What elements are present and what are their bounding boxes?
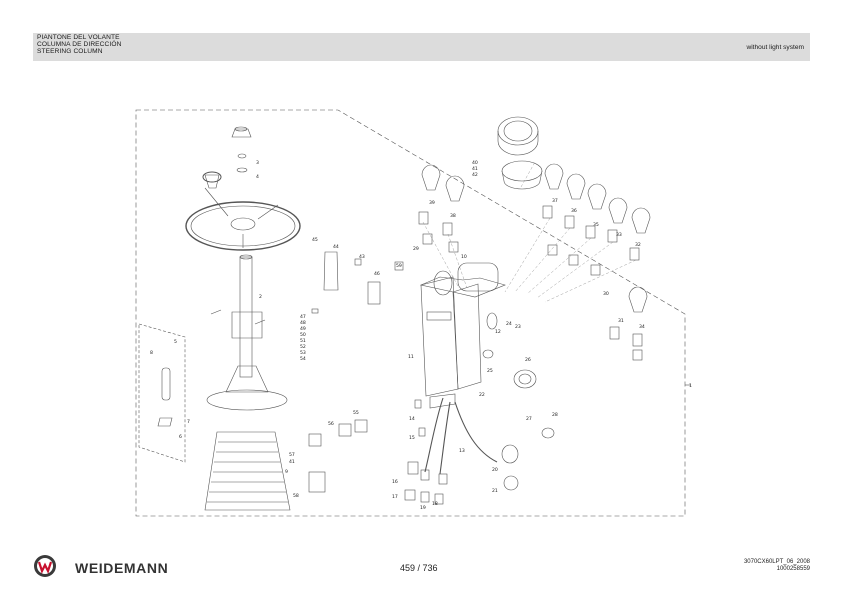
- callout-50: 50: [300, 332, 306, 338]
- callout-38: 38: [450, 213, 456, 219]
- callout-27: 27: [526, 416, 532, 422]
- callout-16: 16: [392, 479, 398, 485]
- rubber-bellows: [204, 431, 291, 511]
- cover-plate: [323, 251, 339, 291]
- callout-23: 23: [515, 324, 521, 330]
- callout-54: 54: [300, 356, 306, 362]
- callout-45: 45: [312, 237, 318, 243]
- title-spanish: COLUMNA DE DIRECCIÓN: [37, 41, 122, 48]
- callout-2: 2: [259, 294, 262, 300]
- callout-11: 11: [408, 354, 414, 360]
- callout-34: 34: [639, 324, 645, 330]
- callout-15: 15: [409, 435, 415, 441]
- callout-5: 5: [174, 339, 177, 345]
- callout-52: 52: [300, 344, 306, 350]
- callout-48: 48: [300, 320, 306, 326]
- callout-47: 47: [300, 314, 306, 320]
- callout-14: 14: [409, 416, 415, 422]
- callout-59: 59: [396, 263, 402, 269]
- callout-28: 28: [552, 412, 558, 418]
- callout-24: 24: [506, 321, 512, 327]
- variant-note: without light system: [746, 44, 804, 51]
- callout-6: 6: [179, 434, 182, 440]
- callout-35: 35: [593, 222, 599, 228]
- callout-18: 18: [432, 501, 438, 507]
- doc-number: 1000258559: [776, 566, 810, 572]
- callout-4: 4: [256, 174, 259, 180]
- callout-51: 51: [300, 338, 306, 344]
- title-italian: PIANTONE DEL VOLANTE: [37, 34, 120, 41]
- callout-43: 43: [359, 254, 365, 260]
- exploded-parts-diagram: 1 2 3 4 5 6 7 8 9 10 11 12 13 14 15 16 1…: [125, 102, 695, 524]
- dashboard-console: [420, 262, 537, 409]
- callout-53: 53: [300, 350, 306, 356]
- brand-name: WEIDEMANN: [75, 560, 169, 576]
- callout-30: 30: [603, 291, 609, 297]
- callout-10: 10: [461, 254, 467, 260]
- callout-3: 3: [256, 160, 259, 166]
- callout-25: 25: [487, 368, 493, 374]
- hour-meter: [497, 116, 543, 190]
- callout-55: 55: [353, 410, 359, 416]
- callout-49: 49: [300, 326, 306, 332]
- steering-column-tube: [239, 256, 253, 378]
- doc-code: 3070CX60LPT_06_2008: [743, 559, 810, 565]
- weidemann-logo-icon: [33, 554, 57, 578]
- steering-wheel: [185, 201, 301, 251]
- callout-44: 44: [333, 244, 339, 250]
- callout-37: 37: [552, 198, 558, 204]
- parts-drawing: 1 2 3 4 5 6 7 8 9 10 11 12 13 14 15 16 1…: [135, 109, 692, 517]
- callout-21: 21: [492, 488, 498, 494]
- cover-knob: [231, 128, 252, 138]
- callout-46: 46: [374, 271, 380, 277]
- callout-39: 39: [429, 200, 435, 206]
- callout-36: 36: [571, 208, 577, 214]
- title-english: STEERING COLUMN: [37, 48, 103, 55]
- callout-57: 57: [289, 452, 295, 458]
- callout-33: 33: [616, 232, 622, 238]
- callout-1: 1: [689, 383, 692, 389]
- callout-labels: 1 2 3 4 5 6 7 8 9 10 11 12 13 14 15 16 1…: [150, 160, 692, 511]
- callout-22: 22: [479, 392, 485, 398]
- wiring-harness: [424, 397, 498, 475]
- page-number: 459 / 736: [400, 563, 438, 573]
- callout-8: 8: [150, 350, 153, 356]
- callout-7: 7: [187, 419, 190, 425]
- callout-31: 31: [618, 318, 624, 324]
- callout-58: 58: [293, 493, 299, 499]
- callout-56: 56: [328, 421, 334, 427]
- callout-41: 41: [472, 166, 478, 172]
- callout-9: 9: [285, 469, 288, 475]
- callout-42: 42: [472, 172, 478, 178]
- page-header: PIANTONE DEL VOLANTE COLUMNA DE DIRECCIÓ…: [33, 33, 810, 61]
- callout-40: 40: [472, 160, 478, 166]
- callout-20: 20: [492, 467, 498, 473]
- callout-19: 19: [420, 505, 426, 511]
- callout-12: 12: [495, 329, 501, 335]
- callout-13: 13: [459, 448, 465, 454]
- callout-32: 32: [635, 242, 641, 248]
- callout-29: 29: [413, 246, 419, 252]
- callout-17: 17: [392, 494, 398, 500]
- callout-26: 26: [525, 357, 531, 363]
- callout-61: 41: [289, 459, 295, 465]
- frame-boundary: [135, 109, 686, 517]
- document-reference: 3070CX60LPT_06_2008 1000258559: [744, 559, 810, 573]
